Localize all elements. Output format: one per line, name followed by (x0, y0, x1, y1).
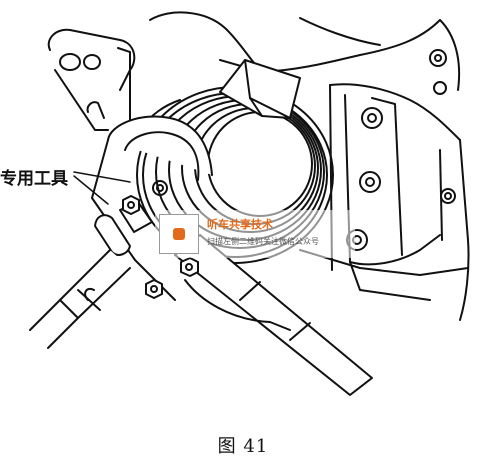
socket-wrench (29, 201, 153, 349)
watermark-title: 听车共享技术 (207, 218, 273, 231)
figure-caption: 图 41 (217, 436, 269, 457)
special-tool-label: 专用工具 (0, 169, 68, 189)
special-tool-handle (174, 234, 373, 396)
block-bolt-holes (346, 49, 456, 251)
pulley-holder-plate (219, 59, 301, 119)
qr-code-icon (159, 214, 199, 254)
tool-bolts (122, 195, 199, 299)
watermark: 听车共享技术 扫描左侧二维码关注微信公众号 (155, 210, 355, 258)
left-bracket (47, 28, 136, 141)
special-tool-leader-lines (73, 171, 131, 205)
watermark-subtitle: 扫描左侧二维码关注微信公众号 (207, 237, 319, 246)
